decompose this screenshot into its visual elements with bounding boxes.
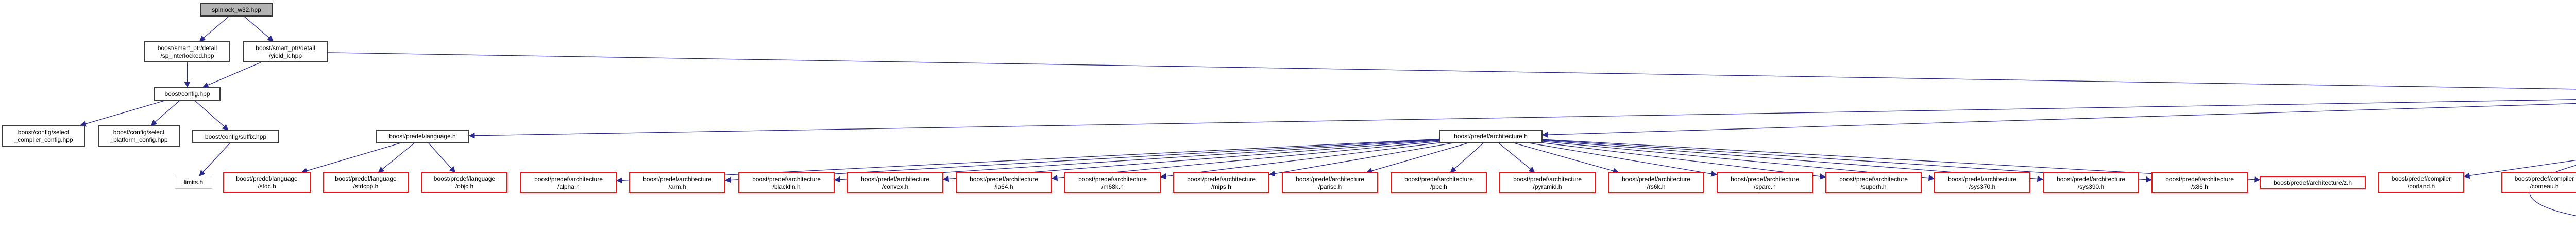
edge-spinlock-sp_interlocked <box>199 16 229 42</box>
graph-node-sys370[interactable]: boost/predef/architecture /sys370.h <box>1934 172 2030 193</box>
graph-node-parisc[interactable]: boost/predef/architecture /parisc.h <box>1282 172 1378 193</box>
edge-architecture-arm <box>724 139 1439 183</box>
edge-architecture-m68k <box>1160 142 1439 180</box>
graph-node-blackfin[interactable]: boost/predef/architecture /blackfin.h <box>738 172 835 193</box>
graph-node-borland[interactable]: boost/predef/compiler /borland.h <box>2378 172 2464 193</box>
edge-yield_k-config <box>202 62 261 88</box>
graph-node-spinlock[interactable]: spinlock_w32.hpp <box>200 3 273 17</box>
graph-node-limits: limits.h <box>175 176 212 189</box>
edge-group <box>79 16 2576 216</box>
graph-node-ia64[interactable]: boost/predef/architecture /ia64.h <box>956 172 1052 193</box>
graph-node-rs6k[interactable]: boost/predef/architecture /rs6k.h <box>1608 172 1704 193</box>
graph-node-objc[interactable]: boost/predef/language /objc.h <box>421 172 507 193</box>
edge-architecture-superh <box>1542 142 1826 180</box>
edge-predef-architecture <box>1541 103 2576 138</box>
graph-node-convex[interactable]: boost/predef/architecture /convex.h <box>847 172 943 193</box>
edge-language-stdc <box>301 142 401 174</box>
edge-architecture-z <box>1542 139 2261 183</box>
graph-node-sys390[interactable]: boost/predef/architecture /sys390.h <box>2043 172 2139 193</box>
edge-config-select_compiler <box>79 100 165 127</box>
edge-predef-language <box>468 99 2576 139</box>
graph-node-x86[interactable]: boost/predef/architecture /x86.h <box>2151 172 2248 193</box>
edge-architecture-pyramid <box>1498 142 1535 173</box>
edge-compiler-borland <box>2463 159 2576 179</box>
edge-config-select_platform <box>150 100 180 126</box>
edge-suffix-limits <box>199 143 230 176</box>
edge-architecture-rs6k <box>1513 142 1619 174</box>
graph-node-architecture[interactable]: boost/predef/architecture.h <box>1439 130 1543 143</box>
graph-node-sparc[interactable]: boost/predef/architecture /sparc.h <box>1717 172 1813 193</box>
graph-node-suffix[interactable]: boost/config/suffix.hpp <box>192 130 279 143</box>
graph-node-language[interactable]: boost/predef/language.h <box>376 130 469 143</box>
graph-node-stdc[interactable]: boost/predef/language /stdc.h <box>223 172 311 193</box>
edge-language-stdcpp <box>378 142 415 173</box>
graph-node-ppc[interactable]: boost/predef/architecture /ppc.h <box>1391 172 1487 193</box>
graph-node-arm[interactable]: boost/predef/architecture /arm.h <box>629 172 725 193</box>
graph-node-stdcpp[interactable]: boost/predef/language /stdcpp.h <box>323 172 409 193</box>
graph-node-config[interactable]: boost/config.hpp <box>154 87 221 101</box>
graph-node-mips[interactable]: boost/predef/architecture /mips.h <box>1173 172 1269 193</box>
edge-architecture-sys370 <box>1542 141 1935 181</box>
graph-node-m68k[interactable]: boost/predef/architecture /m68k.h <box>1064 172 1161 193</box>
graph-node-comeau[interactable]: boost/predef/compiler /comeau.h <box>2501 172 2576 193</box>
edge-architecture-ia64 <box>1051 141 1439 181</box>
graph-node-yield_k[interactable]: boost/smart_ptr/detail /yield_k.hpp <box>243 41 328 62</box>
edge-language-objc <box>428 142 456 173</box>
edge-architecture-parisc <box>1366 142 1469 174</box>
edge-architecture-mips <box>1268 142 1453 177</box>
edge-architecture-sparc <box>1529 142 1718 177</box>
graph-node-select_compiler[interactable]: boost/config/select _compiler_config.hpp <box>2 125 85 147</box>
graph-node-z[interactable]: boost/predef/architecture/z.h <box>2260 176 2366 189</box>
graph-node-select_platform[interactable]: boost/config/select _platform_config.hpp <box>98 125 180 147</box>
graph-node-superh[interactable]: boost/predef/architecture /superh.h <box>1825 172 1922 193</box>
edge-yield_k-predef <box>328 52 2576 90</box>
graph-node-pyramid[interactable]: boost/predef/architecture /pyramid.h <box>1499 172 1596 193</box>
edge-config-suffix <box>194 100 229 131</box>
graph-node-sp_interlocked[interactable]: boost/smart_ptr/detail /sp_interlocked.h… <box>144 41 230 62</box>
graph-node-alpha[interactable]: boost/predef/architecture /alpha.h <box>520 172 617 193</box>
edge-compiler-clang <box>2529 165 2576 216</box>
edge-architecture-ppc <box>1450 142 1484 173</box>
edge-spinlock-yield_k <box>244 16 274 42</box>
